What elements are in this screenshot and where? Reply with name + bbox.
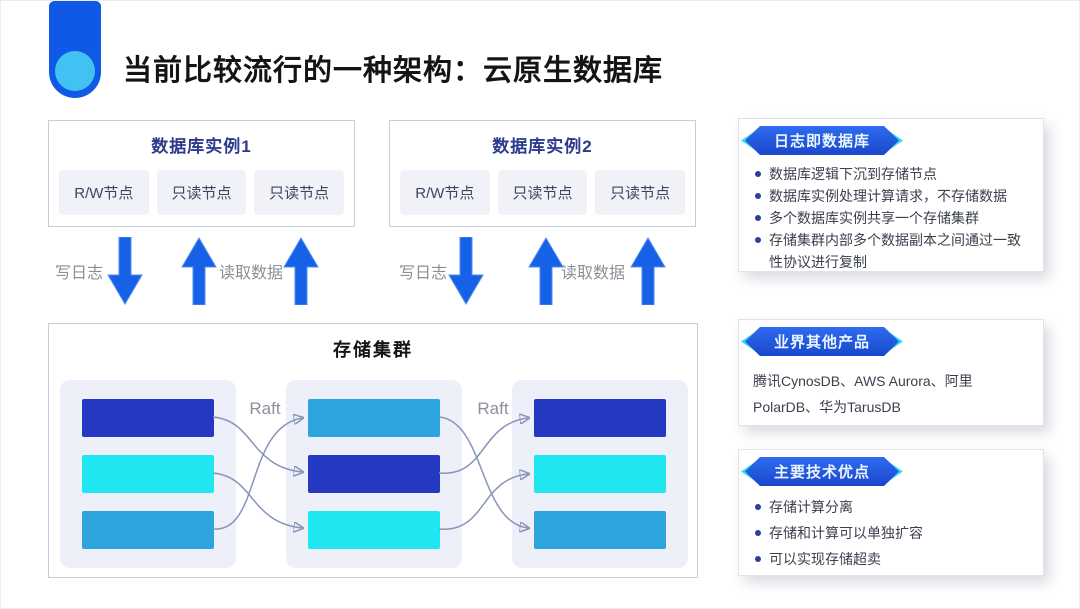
rw-node: R/W节点 xyxy=(59,170,149,215)
rw-node: R/W节点 xyxy=(400,170,490,215)
storage-panels xyxy=(60,380,688,568)
arrow-up-icon xyxy=(528,237,564,305)
badge-industry-products: 业界其他产品 xyxy=(741,327,903,356)
readonly-node: 只读节点 xyxy=(497,170,588,215)
arrow-down-icon xyxy=(107,237,143,305)
storage-replica-bar-dark xyxy=(82,399,214,437)
page-title: 当前比较流行的一种架构：云原生数据库 xyxy=(123,55,664,87)
readonly-node: 只读节点 xyxy=(254,170,345,215)
tech-advantages-bullet-list: 存储计算分离 存储和计算可以单独扩容 可以实现存储超卖 xyxy=(739,494,1043,572)
raft-label: Raft xyxy=(477,399,509,418)
list-item: 存储和计算可以单独扩容 xyxy=(755,520,1031,546)
title-decoration-circle xyxy=(55,51,95,91)
db-instance-2-nodes: R/W节点 只读节点 只读节点 xyxy=(390,170,695,215)
badge-tech-advantages: 主要技术优点 xyxy=(741,457,903,486)
storage-node-panel xyxy=(60,380,236,568)
write-log-label: 写日志 xyxy=(55,265,104,282)
list-item: 数据库逻辑下沉到存储节点 xyxy=(755,163,1031,185)
list-item: 存储集群内部多个数据副本之间通过一致性协议进行复制 xyxy=(755,229,1031,273)
storage-replica-bar-dark xyxy=(308,455,440,493)
storage-cluster-title: 存储集群 xyxy=(333,340,413,360)
read-data-label: 读取数据 xyxy=(561,265,626,282)
card-log-is-database: 日志即数据库 数据库逻辑下沉到存储节点 数据库实例处理计算请求，不存储数据 多个… xyxy=(738,118,1044,272)
storage-node-panel xyxy=(286,380,462,568)
log-db-bullet-list: 数据库逻辑下沉到存储节点 数据库实例处理计算请求，不存储数据 多个数据库实例共享… xyxy=(739,163,1043,273)
badge-label: 日志即数据库 xyxy=(745,126,899,155)
card-tech-advantages: 主要技术优点 存储计算分离 存储和计算可以单独扩容 可以实现存储超卖 xyxy=(738,449,1044,576)
list-item: 可以实现存储超卖 xyxy=(755,546,1031,572)
arrow-up-icon xyxy=(181,237,217,305)
storage-replica-bar-cyan xyxy=(534,455,666,493)
list-item: 存储计算分离 xyxy=(755,494,1031,520)
badge-log-is-database: 日志即数据库 xyxy=(741,126,903,155)
badge-label: 主要技术优点 xyxy=(745,457,899,486)
storage-replica-bar-sky xyxy=(534,511,666,549)
db-instance-2-box: 数据库实例2 R/W节点 只读节点 只读节点 xyxy=(389,120,696,227)
readonly-node: 只读节点 xyxy=(595,170,686,215)
read-data-label: 读取数据 xyxy=(219,265,284,282)
industry-products-text: 腾讯CynosDB、AWS Aurora、阿里PolarDB、华为TarusDB xyxy=(753,373,973,415)
readonly-node: 只读节点 xyxy=(156,170,247,215)
badge-label: 业界其他产品 xyxy=(745,327,899,356)
db-instance-1-box: 数据库实例1 R/W节点 只读节点 只读节点 xyxy=(48,120,355,227)
db-instance-1-nodes: R/W节点 只读节点 只读节点 xyxy=(49,170,354,215)
write-log-label: 写日志 xyxy=(399,265,448,282)
list-item: 多个数据库实例共享一个存储集群 xyxy=(755,207,1031,229)
arrow-down-icon xyxy=(448,237,484,305)
storage-cluster-box: 存储集群 xyxy=(48,323,698,578)
title-decoration-pill xyxy=(49,1,101,98)
db-instance-2-title: 数据库实例2 xyxy=(492,137,593,156)
storage-replica-bar-cyan xyxy=(308,511,440,549)
arrow-up-icon xyxy=(630,237,666,305)
card-industry-products: 业界其他产品 腾讯CynosDB、AWS Aurora、阿里PolarDB、华为… xyxy=(738,319,1044,426)
db-instance-1-title: 数据库实例1 xyxy=(151,137,252,156)
raft-label: Raft xyxy=(249,399,281,418)
storage-replica-bar-cyan xyxy=(82,455,214,493)
storage-replica-bar-sky xyxy=(308,399,440,437)
storage-replica-bar-sky xyxy=(82,511,214,549)
storage-node-panel xyxy=(512,380,688,568)
storage-replica-bar-dark xyxy=(534,399,666,437)
list-item: 数据库实例处理计算请求，不存储数据 xyxy=(755,185,1031,207)
arrow-up-icon xyxy=(283,237,319,305)
